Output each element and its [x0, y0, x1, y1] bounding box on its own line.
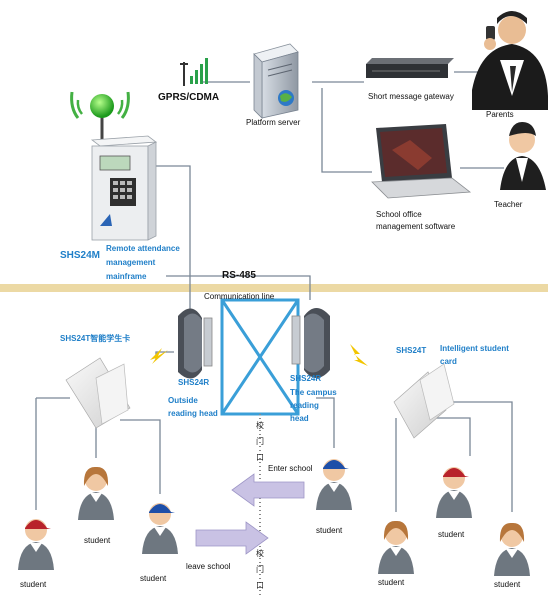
student-label: student — [20, 580, 47, 589]
outside-reader-desc2: reading head — [168, 409, 218, 418]
outside-reader-model: SHS24R — [178, 378, 210, 387]
leave-school-label: leave school — [186, 562, 231, 571]
student-label: student — [140, 574, 167, 583]
connection-lines — [35, 71, 513, 512]
left-lightning-icon — [150, 348, 168, 364]
gate-char-3: 口 — [256, 453, 264, 462]
campus-reader-icon — [291, 308, 330, 378]
student-person-icon — [18, 519, 54, 570]
student-person-icon — [378, 520, 414, 574]
parents-label: Parents — [486, 110, 514, 119]
parent-person-icon — [472, 11, 548, 110]
student-label: student — [494, 580, 521, 589]
laptop-icon — [371, 124, 472, 199]
gate-char-2: 门 — [256, 437, 264, 446]
student-label: student — [316, 526, 343, 535]
student-icons — [18, 459, 530, 576]
right-lightning-icon — [350, 344, 368, 366]
gate-char-5: 门 — [256, 565, 264, 574]
gate-char-6: 口 — [256, 581, 264, 590]
mainframe-desc-line1: Remote attendance — [106, 244, 180, 253]
student-person-icon — [316, 459, 352, 510]
section-divider — [0, 284, 548, 292]
student-label: student — [438, 530, 465, 539]
leave-arrow-icon — [195, 521, 269, 555]
gate-char-4: 校 — [256, 549, 264, 558]
campus-reader-desc1: The campus — [290, 388, 337, 397]
right-card-desc-line1: Intelligent student — [440, 344, 509, 353]
teacher-person-icon — [500, 122, 546, 190]
gate-frame — [220, 298, 300, 416]
platform-server-icon — [253, 43, 299, 119]
rs485-label: RS-485 — [222, 270, 256, 281]
outside-reader-icon — [178, 308, 213, 379]
campus-reader-desc2: reading — [290, 401, 319, 410]
right-card-model: SHS24T — [396, 346, 427, 355]
student-label: student — [84, 536, 111, 545]
student-person-icon — [494, 522, 530, 576]
office-label-line2: management software — [376, 222, 456, 231]
right-card-icon — [393, 363, 455, 439]
campus-reader-desc3: head — [290, 414, 309, 423]
gprs-label: GPRS/CDMA — [158, 92, 220, 103]
mainframe-desc-line2: management — [106, 258, 156, 267]
student-person-icon — [142, 503, 178, 554]
left-card-icon — [65, 357, 131, 429]
sms-gateway-icon — [366, 58, 454, 78]
signal-light-icon — [70, 91, 130, 140]
gateway-label: Short message gateway — [368, 92, 454, 101]
student-person-icon — [436, 467, 472, 518]
mainframe-desc-line3: mainframe — [106, 272, 147, 281]
gate-char-1: 校 — [256, 421, 264, 430]
enter-school-label: Enter school — [268, 464, 313, 473]
enter-arrow-icon — [231, 473, 305, 507]
student-label: student — [378, 578, 405, 587]
platform-server-label: Platform server — [246, 118, 301, 127]
student-person-icon — [78, 466, 114, 520]
gprs-antenna-icon — [180, 58, 208, 86]
campus-reader-model: SHS24R — [290, 374, 322, 383]
mainframe-model: SHS24M — [60, 250, 101, 261]
comm-line-label: Communication line — [204, 292, 275, 301]
teacher-label: Teacher — [494, 200, 523, 209]
office-label-line1: School office — [376, 210, 422, 219]
mainframe-device-icon — [90, 135, 158, 241]
left-card-model: SHS24T智能学生卡 — [60, 334, 131, 343]
right-card-desc-line2: card — [440, 357, 457, 366]
outside-reader-desc1: Outside — [168, 396, 198, 405]
